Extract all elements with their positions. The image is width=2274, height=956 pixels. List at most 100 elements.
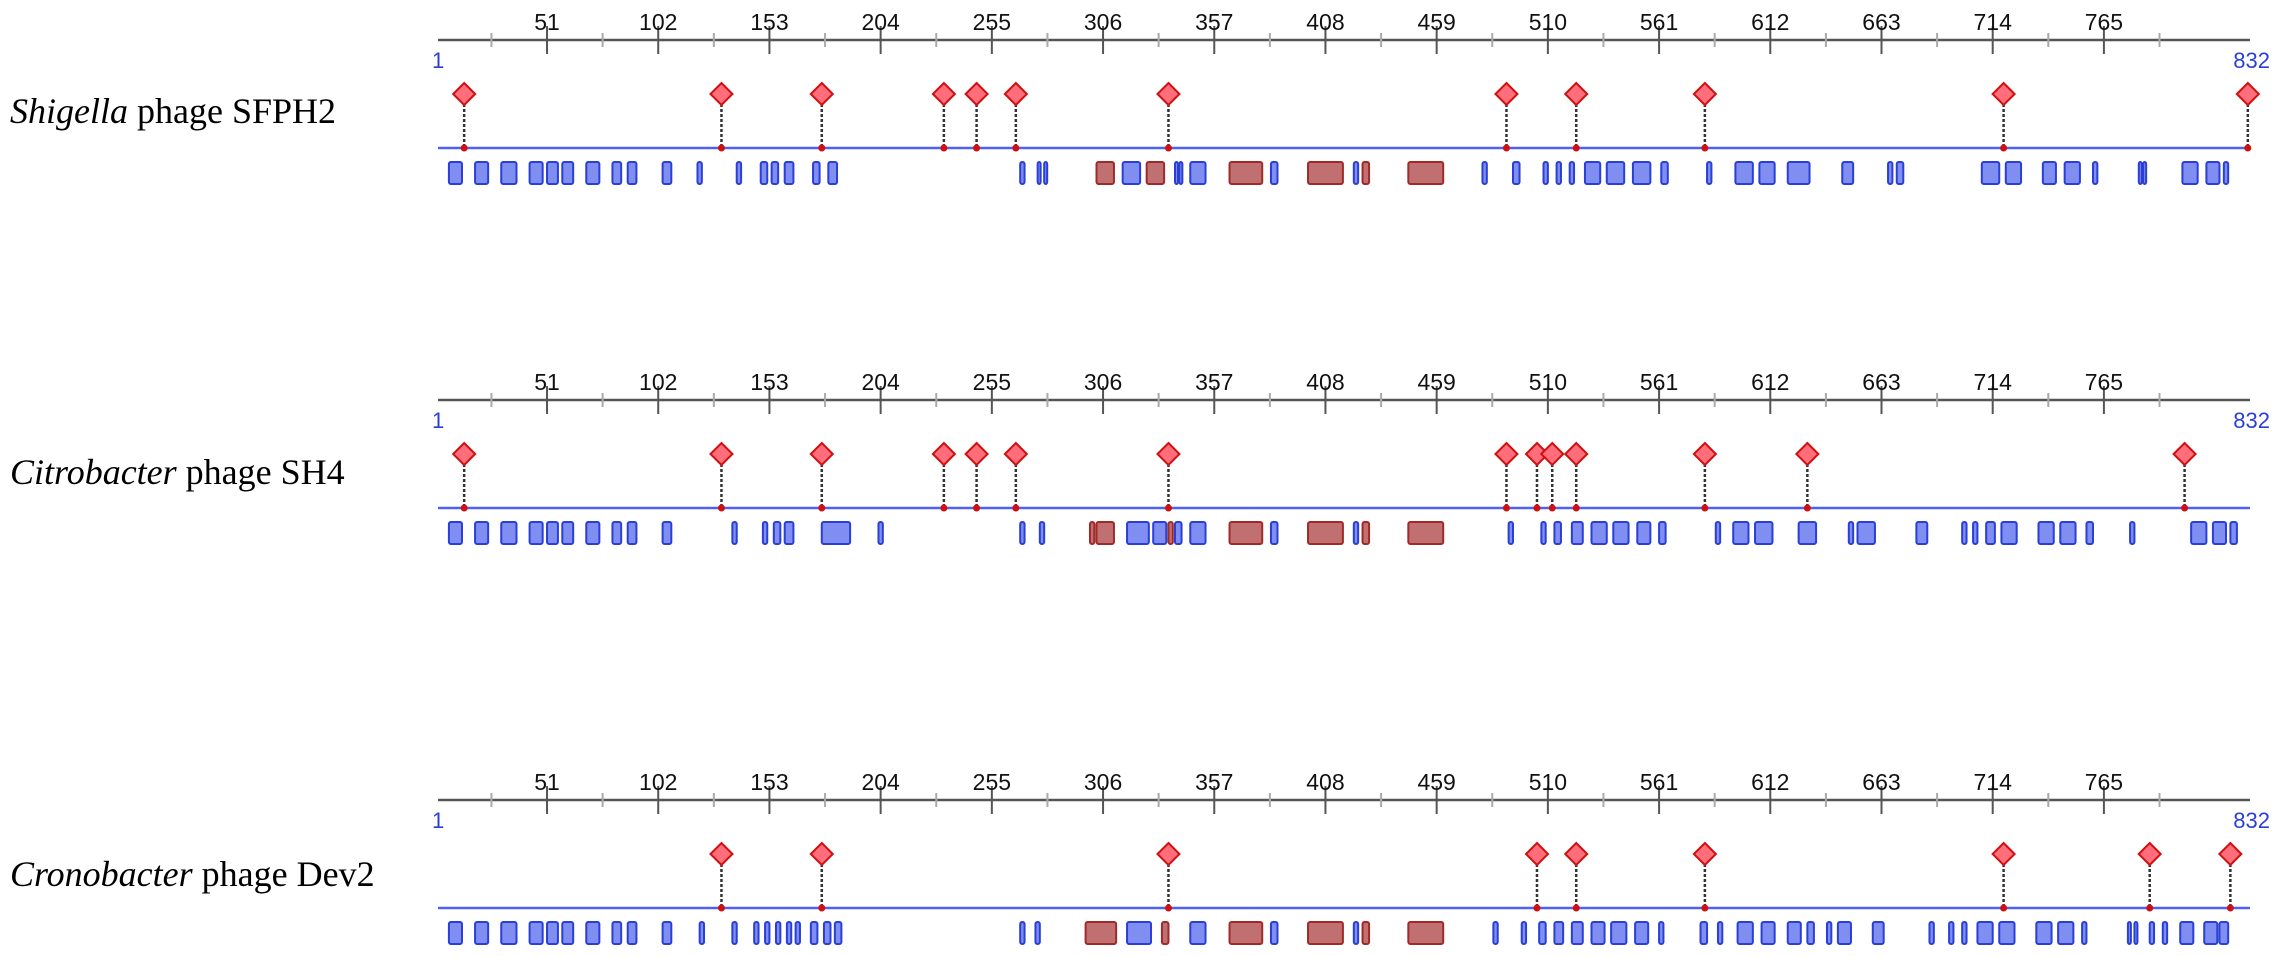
tick-label: 714 bbox=[1974, 369, 2013, 395]
site-marker-diamond bbox=[709, 441, 734, 467]
feature-block-blue bbox=[626, 921, 638, 945]
tick-label: 204 bbox=[861, 769, 900, 795]
feature-block-blue bbox=[585, 161, 601, 185]
feature-block-blue bbox=[772, 521, 782, 545]
feature-block-blue bbox=[1732, 521, 1750, 545]
feature-block-blue bbox=[2190, 521, 2208, 545]
site-marker-dot bbox=[1533, 904, 1541, 912]
feature-block-blue bbox=[561, 161, 575, 185]
track-name-rest: phage Dev2 bbox=[192, 854, 375, 894]
feature-block-blue bbox=[626, 521, 638, 545]
feature-block-blue bbox=[1019, 921, 1026, 945]
feature-block-red bbox=[1407, 161, 1445, 185]
feature-block-blue bbox=[528, 161, 544, 185]
site-marker-diamond bbox=[1003, 441, 1029, 467]
site-marker-diamond bbox=[2137, 841, 2163, 867]
ruler-end-label: 832 bbox=[2233, 48, 2270, 73]
feature-block-blue bbox=[1269, 921, 1279, 945]
tick-label: 561 bbox=[1640, 9, 1678, 35]
feature-block-blue bbox=[1511, 161, 1521, 185]
tick-label: 510 bbox=[1529, 369, 1567, 395]
feature-block-blue bbox=[877, 521, 884, 545]
tick-label: 102 bbox=[639, 769, 677, 795]
feature-block-blue bbox=[661, 921, 673, 945]
feature-block-blue bbox=[1492, 921, 1499, 945]
feature-block-blue bbox=[1998, 921, 2016, 945]
tick-label: 153 bbox=[750, 369, 788, 395]
tick-label: 153 bbox=[750, 9, 788, 35]
feature-block-blue bbox=[2035, 921, 2053, 945]
feature-block-blue bbox=[1590, 921, 1606, 945]
feature-block-blue bbox=[500, 161, 518, 185]
feature-block-blue bbox=[1928, 921, 1935, 945]
site-marker-diamond bbox=[1692, 841, 1718, 867]
feature-block-blue bbox=[1610, 921, 1628, 945]
feature-block-blue bbox=[1754, 521, 1774, 545]
feature-block-blue bbox=[1126, 921, 1153, 945]
feature-block-blue bbox=[759, 161, 769, 185]
feature-block-blue bbox=[1915, 521, 1929, 545]
tick-label: 561 bbox=[1640, 769, 1678, 795]
feature-block-blue bbox=[2148, 921, 2156, 945]
feature-block-blue bbox=[1948, 921, 1955, 945]
feature-block-blue bbox=[735, 161, 743, 185]
feature-block-blue bbox=[2059, 521, 2077, 545]
ruler-end-label: 832 bbox=[2233, 408, 2270, 433]
site-marker-dot bbox=[2181, 504, 2189, 512]
feature-block-blue bbox=[1760, 921, 1776, 945]
feature-block-blue bbox=[753, 921, 760, 945]
tick-label: 459 bbox=[1417, 769, 1455, 795]
track-name-rest: phage SH4 bbox=[176, 452, 345, 492]
feature-block-blue bbox=[2129, 521, 2136, 545]
site-marker-dot bbox=[973, 144, 981, 152]
feature-block-blue bbox=[2161, 921, 2169, 945]
feature-block-blue bbox=[1976, 921, 1994, 945]
site-marker-diamond bbox=[964, 81, 989, 107]
feature-block-blue bbox=[2081, 921, 2088, 945]
feature-block-red bbox=[1145, 161, 1166, 185]
feature-block-red bbox=[1307, 521, 1344, 545]
feature-block-red bbox=[1160, 921, 1170, 945]
site-marker-dot bbox=[818, 504, 826, 512]
ruler-start-label: 1 bbox=[432, 408, 444, 433]
site-marker-diamond bbox=[1563, 81, 1589, 107]
site-marker-dot bbox=[717, 144, 725, 152]
feature-block-blue bbox=[1570, 521, 1584, 545]
feature-block-blue bbox=[2205, 161, 2221, 185]
feature-block-red bbox=[1407, 921, 1445, 945]
feature-block-blue bbox=[474, 521, 490, 545]
site-marker-diamond bbox=[1991, 81, 2017, 107]
tick-label: 510 bbox=[1529, 9, 1567, 35]
site-marker-dot bbox=[973, 504, 981, 512]
feature-block-blue bbox=[2181, 161, 2199, 185]
feature-block-blue bbox=[774, 921, 782, 945]
tick-label: 663 bbox=[1862, 369, 1900, 395]
site-marker-diamond bbox=[1563, 841, 1589, 867]
feature-block-blue bbox=[626, 161, 638, 185]
site-marker-dot bbox=[1502, 504, 1510, 512]
site-marker-dot bbox=[2226, 904, 2234, 912]
tick-label: 204 bbox=[861, 369, 900, 395]
feature-block-blue bbox=[2142, 161, 2148, 185]
feature-block-red bbox=[1307, 921, 1344, 945]
feature-block-blue bbox=[447, 921, 463, 945]
feature-block-blue bbox=[1658, 521, 1667, 545]
site-marker-dot bbox=[1548, 504, 1556, 512]
feature-block-blue bbox=[1590, 521, 1608, 545]
track-label-3: Cronobacter phage Dev2 bbox=[10, 853, 430, 895]
feature-block-blue bbox=[2126, 921, 2132, 945]
feature-block-blue bbox=[1553, 521, 1562, 545]
feature-block-blue bbox=[1825, 921, 1833, 945]
feature-block-blue bbox=[1847, 521, 1855, 545]
tick-label: 612 bbox=[1751, 369, 1789, 395]
site-marker-diamond bbox=[451, 441, 477, 467]
feature-block-red bbox=[1095, 521, 1115, 545]
site-marker-dot bbox=[2146, 904, 2154, 912]
site-marker-dot bbox=[717, 504, 725, 512]
site-marker-dot bbox=[1803, 504, 1811, 512]
feature-block-blue bbox=[585, 921, 601, 945]
site-marker-dot bbox=[1701, 904, 1709, 912]
site-marker-dot bbox=[1164, 144, 1172, 152]
site-marker-diamond bbox=[1539, 441, 1565, 467]
